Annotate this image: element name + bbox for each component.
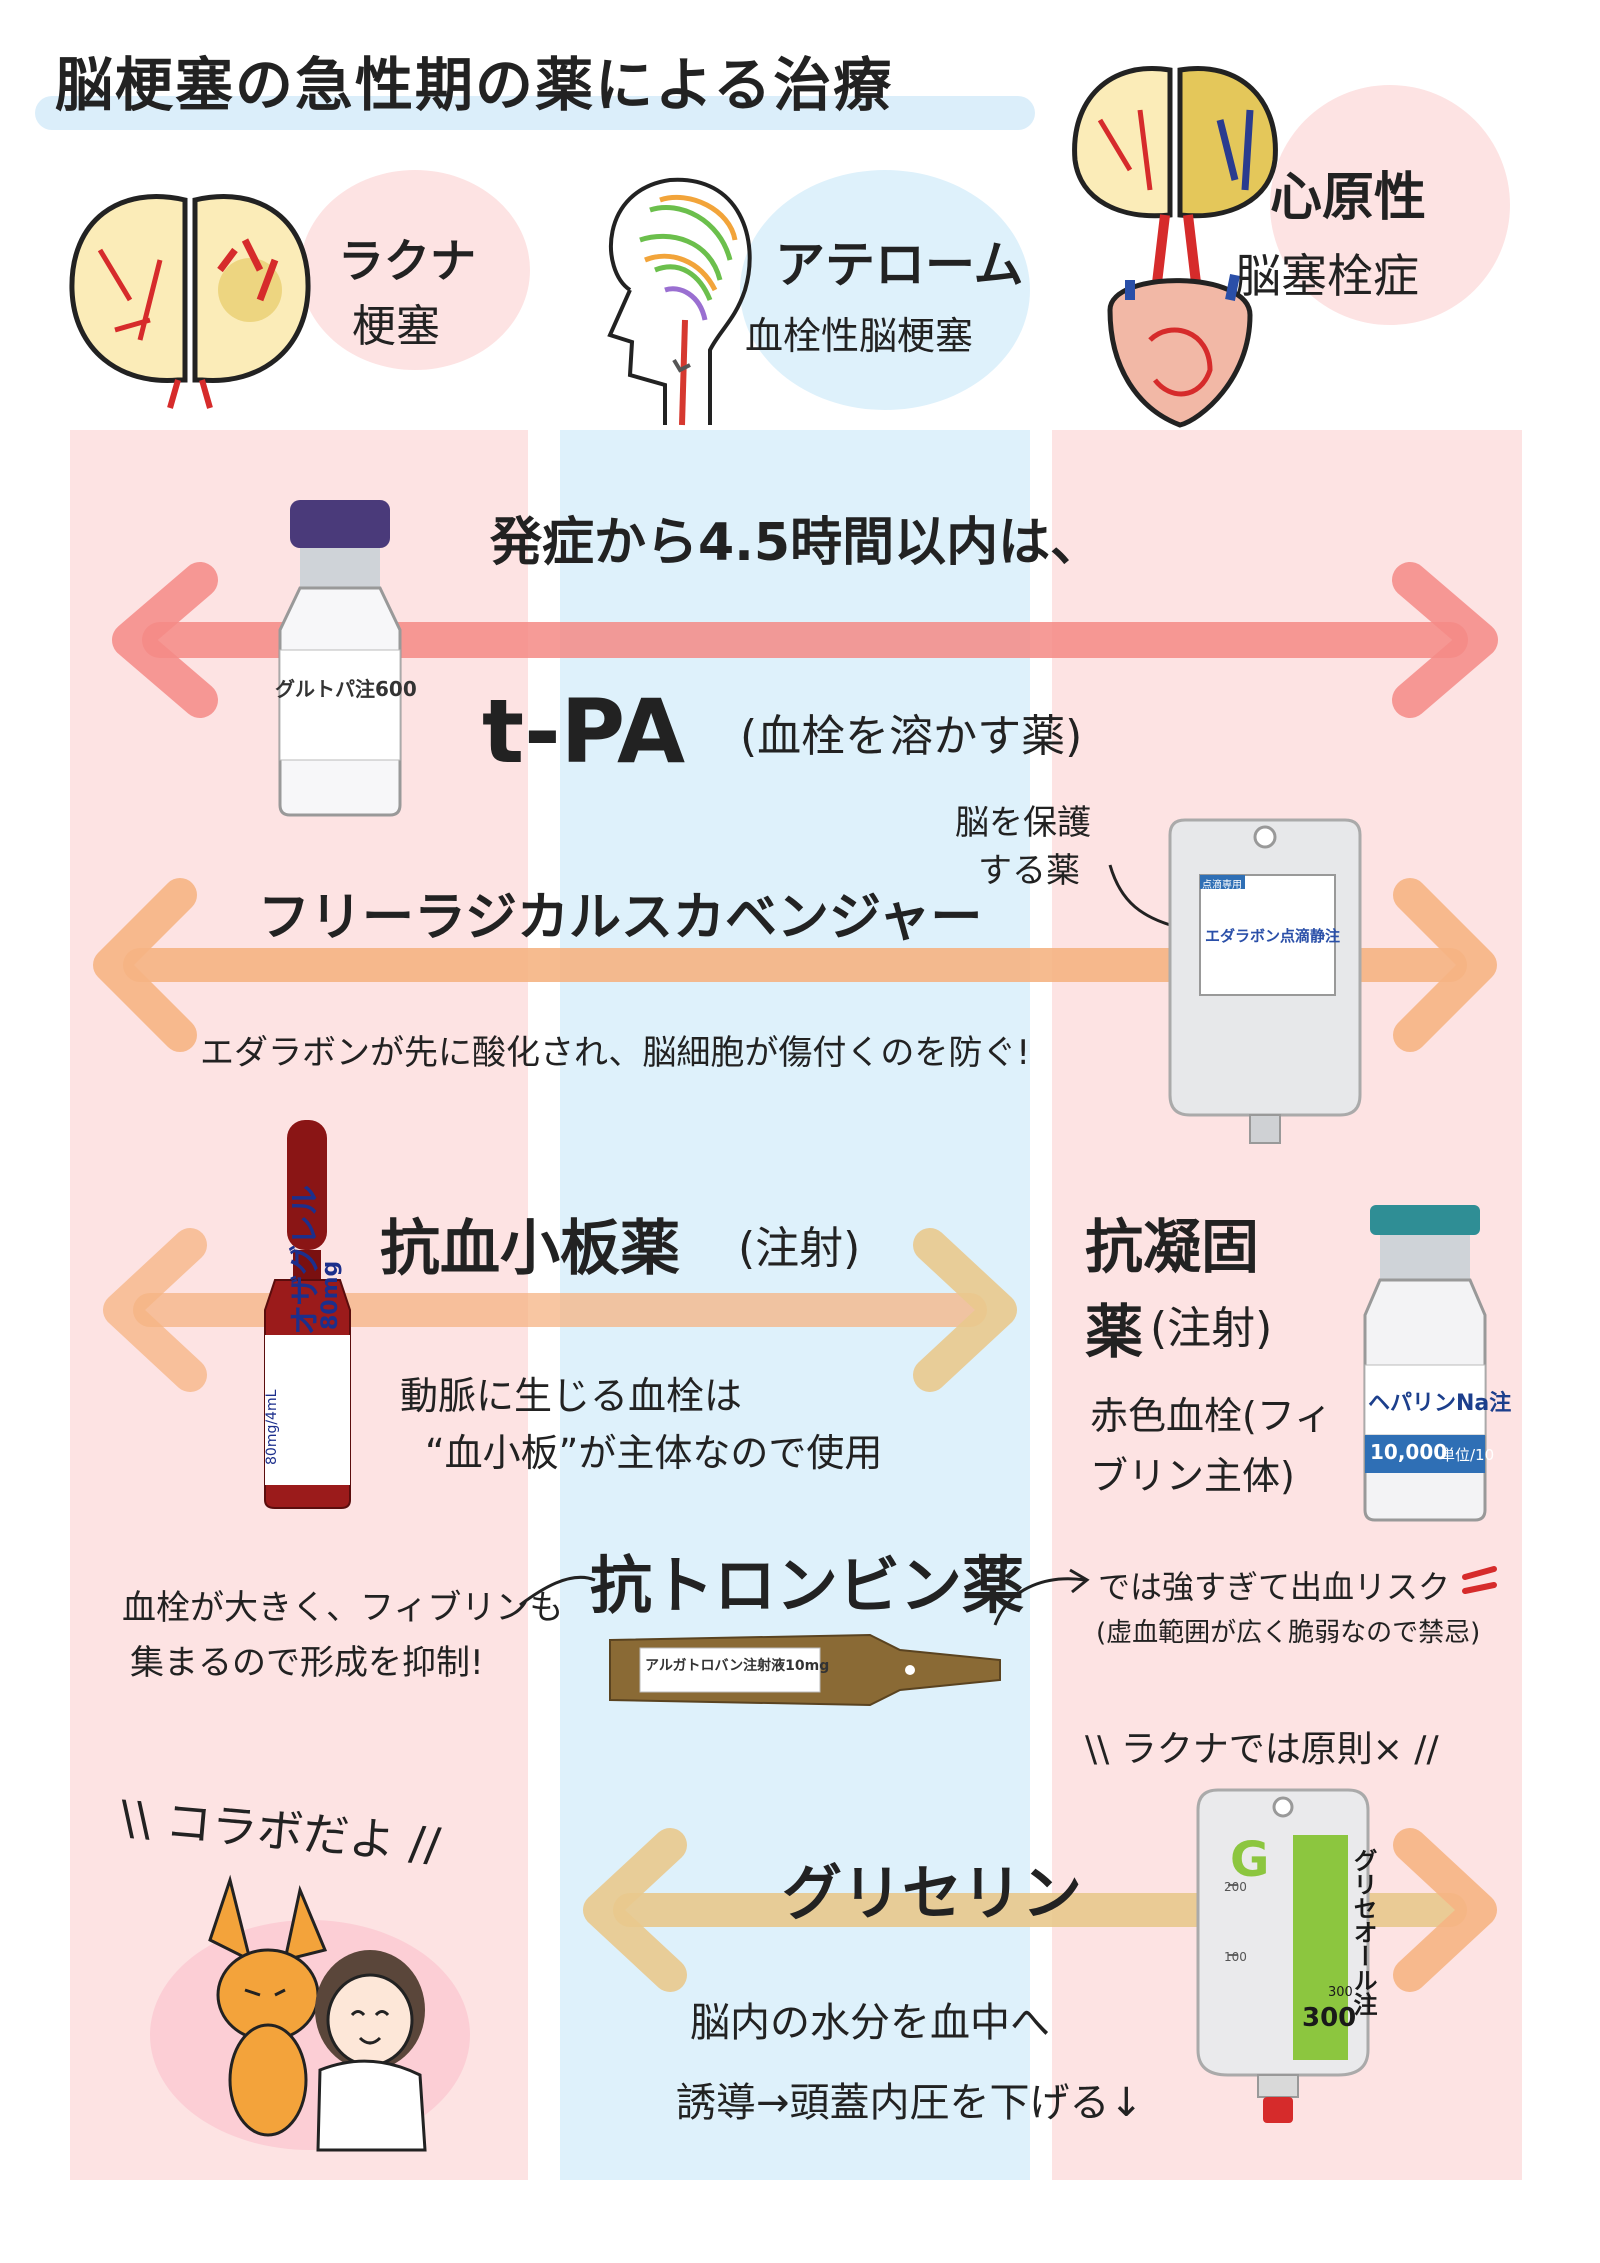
glyceol-scale-top: 200 [1224, 1880, 1247, 1894]
right-pointer-icon [993, 1568, 1090, 1626]
antiplatelet-suffix: (注射) [738, 1223, 861, 1274]
heparin-vial-icon [1363, 1205, 1487, 1522]
scavenger-desc: エダラボンが先に酸化され、脳細胞が傷付くのを防ぐ! [200, 1033, 1030, 1073]
heparin-dose: 10,000 [1370, 1440, 1448, 1464]
antithrombin-name: 抗トロンビン薬 [590, 1549, 1025, 1622]
ozagrel-ampoule-icon [264, 1120, 351, 1509]
antiplatelet-name: 抗血小板薬 [380, 1214, 680, 1284]
heart-brain-icon [1072, 66, 1278, 428]
antithrombin-left-2: 集まるので形成を抑制! [130, 1643, 484, 1683]
anticoagulant-name-2: 薬 [1085, 1298, 1144, 1366]
ozagrel-small: 80mg/4mL [264, 1389, 280, 1465]
cardio-label-1: 心原性 [1270, 168, 1427, 228]
antithrombin-right-2: (虚血範囲が広く脆弱なので禁忌) [1096, 1618, 1481, 1648]
tpa-name: t-PA [482, 680, 686, 783]
lacunar-brain-icon [69, 194, 311, 409]
scavenger-name: フリーラジカルスカベンジャー [258, 888, 983, 948]
argatroban-label: アルガトロバン注射液10mg [645, 1658, 830, 1674]
glycerin-desc-1: 脳内の水分を血中へ [690, 2000, 1050, 2046]
tpa-header: 発症から4.5時間以内は、 [490, 513, 1103, 573]
antithrombin-left-1: 血栓が大きく、フィブリンも [122, 1588, 564, 1628]
glyceol-small: 300 [1328, 1985, 1353, 2000]
head-profile-icon [607, 177, 752, 426]
glycerin-name: グリセリン [782, 1859, 1082, 1929]
edaravone-bag-icon [1168, 818, 1362, 1144]
scavenger-note-2: する薬 [978, 851, 1080, 891]
ozagrel-dose: 80mg [318, 1260, 343, 1330]
glyceol-scale-bottom: 100 [1224, 1950, 1247, 1964]
anticoagulant-suffix: (注射) [1150, 1303, 1273, 1354]
page-title-block: 脳梗塞の急性期の薬による治療 [35, 38, 1035, 130]
collab-characters-icon [208, 1874, 427, 2152]
tpa-desc: (血栓を溶かす薬) [740, 711, 1083, 762]
antiplatelet-desc-2: “血小板”が主体なので使用 [425, 1431, 883, 1475]
heparin-label: ヘパリンNa注 [1368, 1391, 1512, 1416]
lacunar-label-2: 梗塞 [352, 301, 440, 352]
cardio-cloud [1270, 85, 1510, 325]
anticoagulant-name-1: 抗凝固 [1085, 1213, 1260, 1281]
left-pointer-icon [519, 1575, 596, 1607]
glyceol-volume: 300 [1302, 2003, 1357, 2033]
cardio-label-2: 脳塞栓症 [1235, 249, 1419, 303]
athero-label-1: アテローム [775, 236, 1024, 294]
edaravone-bag-label: エダラボン点滴静注 [1205, 927, 1341, 945]
glycerin-desc-2: 誘導→頭蓋内圧を下げる↓ [676, 2080, 1144, 2126]
lacunar-cloud [300, 170, 530, 370]
glyceol-label: グリセオール注 [1349, 1848, 1377, 2016]
antithrombin-right-1: では強すぎて出血リスク [1098, 1568, 1451, 1606]
heparin-unit: 単位/10 [1440, 1446, 1495, 1464]
athero-cloud [740, 170, 1030, 410]
glyceol-bag-icon [1196, 1788, 1370, 2123]
page-title: 脳梗塞の急性期の薬による治療 [55, 51, 894, 119]
antiplatelet-desc-1: 動脈に生じる血栓は [400, 1374, 743, 1418]
warning-mark-icon [1462, 1566, 1497, 1594]
edaravone-bag-tag: 点滴専用 [1202, 880, 1242, 891]
anticoagulant-desc-1: 赤色血栓(フィ [1090, 1394, 1333, 1438]
title-underline [35, 96, 1035, 130]
glycerin-caution: \\ ラクナでは原則× // [1085, 1729, 1439, 1770]
scavenger-note-1: 脳を保護 [955, 803, 1091, 843]
tpa-vial-label: グルトパ注600 [275, 677, 417, 701]
athero-label-2: 血栓性脳梗塞 [745, 314, 974, 358]
glyceol-logo: G [1230, 1832, 1270, 1888]
tpa-vial-icon [278, 500, 402, 817]
anticoagulant-desc-2: ブリン主体) [1090, 1454, 1295, 1498]
argatroban-ampoule-icon [609, 1633, 1001, 1707]
lacunar-label-1: ラクナ [338, 234, 476, 288]
